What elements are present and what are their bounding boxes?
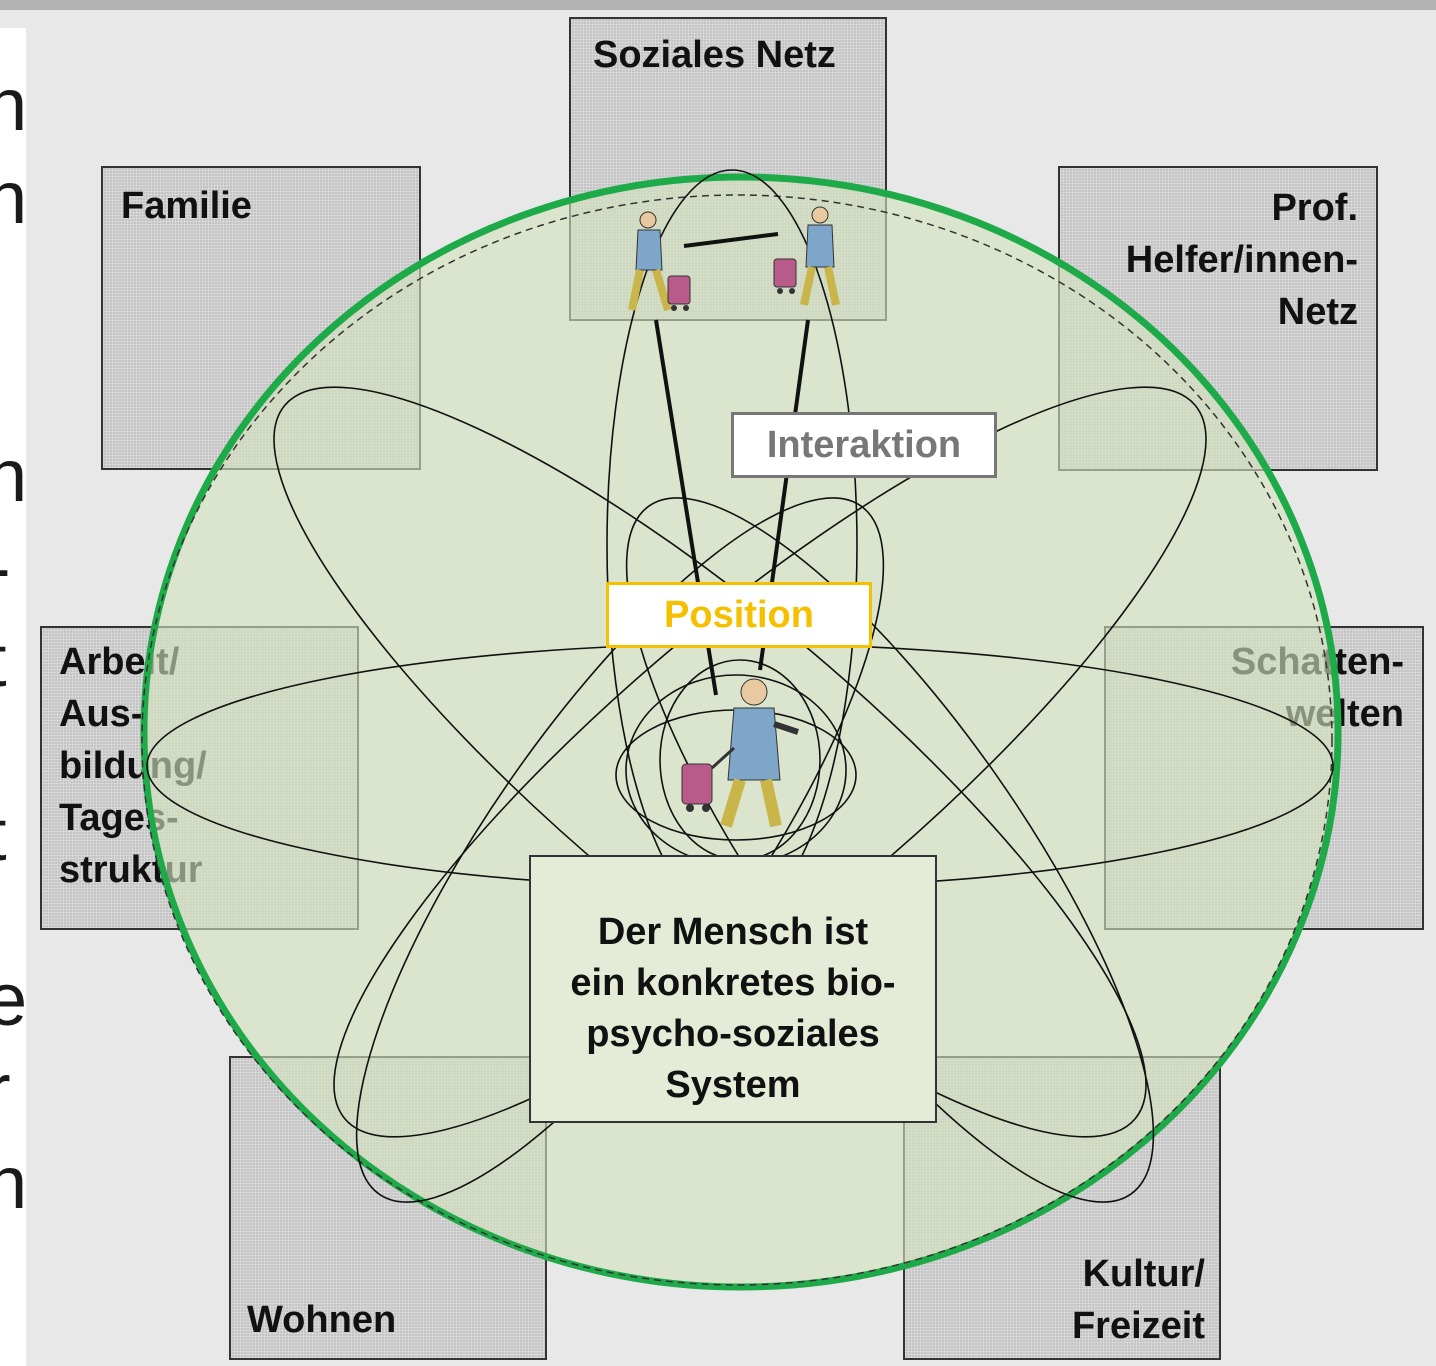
soziales-netz-label: Soziales Netz — [593, 34, 836, 76]
top-bar — [0, 0, 1436, 10]
statement-text: Der Mensch ist ein konkretes bio- psycho… — [570, 911, 896, 1106]
strip-fragment: l — [0, 346, 2, 420]
strip-fragment: . — [0, 254, 7, 328]
strip-fragment: n — [0, 156, 26, 239]
strip-fragment: l — [0, 1238, 2, 1312]
strip-fragment: , — [0, 716, 7, 790]
familie-label: Familie — [121, 185, 252, 227]
network-person-right-icon — [773, 206, 840, 306]
strip-fragment: t — [0, 798, 7, 872]
statement-box: Der Mensch ist ein konkretes bio- psycho… — [529, 855, 937, 1123]
strip-fragment: - — [0, 531, 11, 605]
position-label: Position — [606, 582, 872, 648]
strip-fragment: r — [0, 1053, 11, 1127]
kultur-label: Kultur/ Freizeit — [1071, 1253, 1205, 1347]
strip-fragment: e — [0, 958, 26, 1041]
dashed-outline — [141, 194, 1333, 1286]
prof-helfer-label: Prof. Helfer/innen- Netz — [1125, 187, 1358, 333]
network-person-left-icon — [628, 211, 691, 312]
strip-fragment: n — [0, 1141, 26, 1224]
center-person-icon — [681, 678, 799, 828]
left-text-strip: n n . l n - t , t e r n l — [0, 28, 26, 1366]
wohnen-label: Wohnen — [247, 1299, 397, 1341]
strip-fragment: n — [0, 434, 26, 517]
network-link-line — [683, 232, 779, 248]
strip-fragment: t — [0, 624, 7, 698]
interaktion-label: Interaktion — [731, 412, 997, 478]
strip-fragment: n — [0, 63, 26, 146]
